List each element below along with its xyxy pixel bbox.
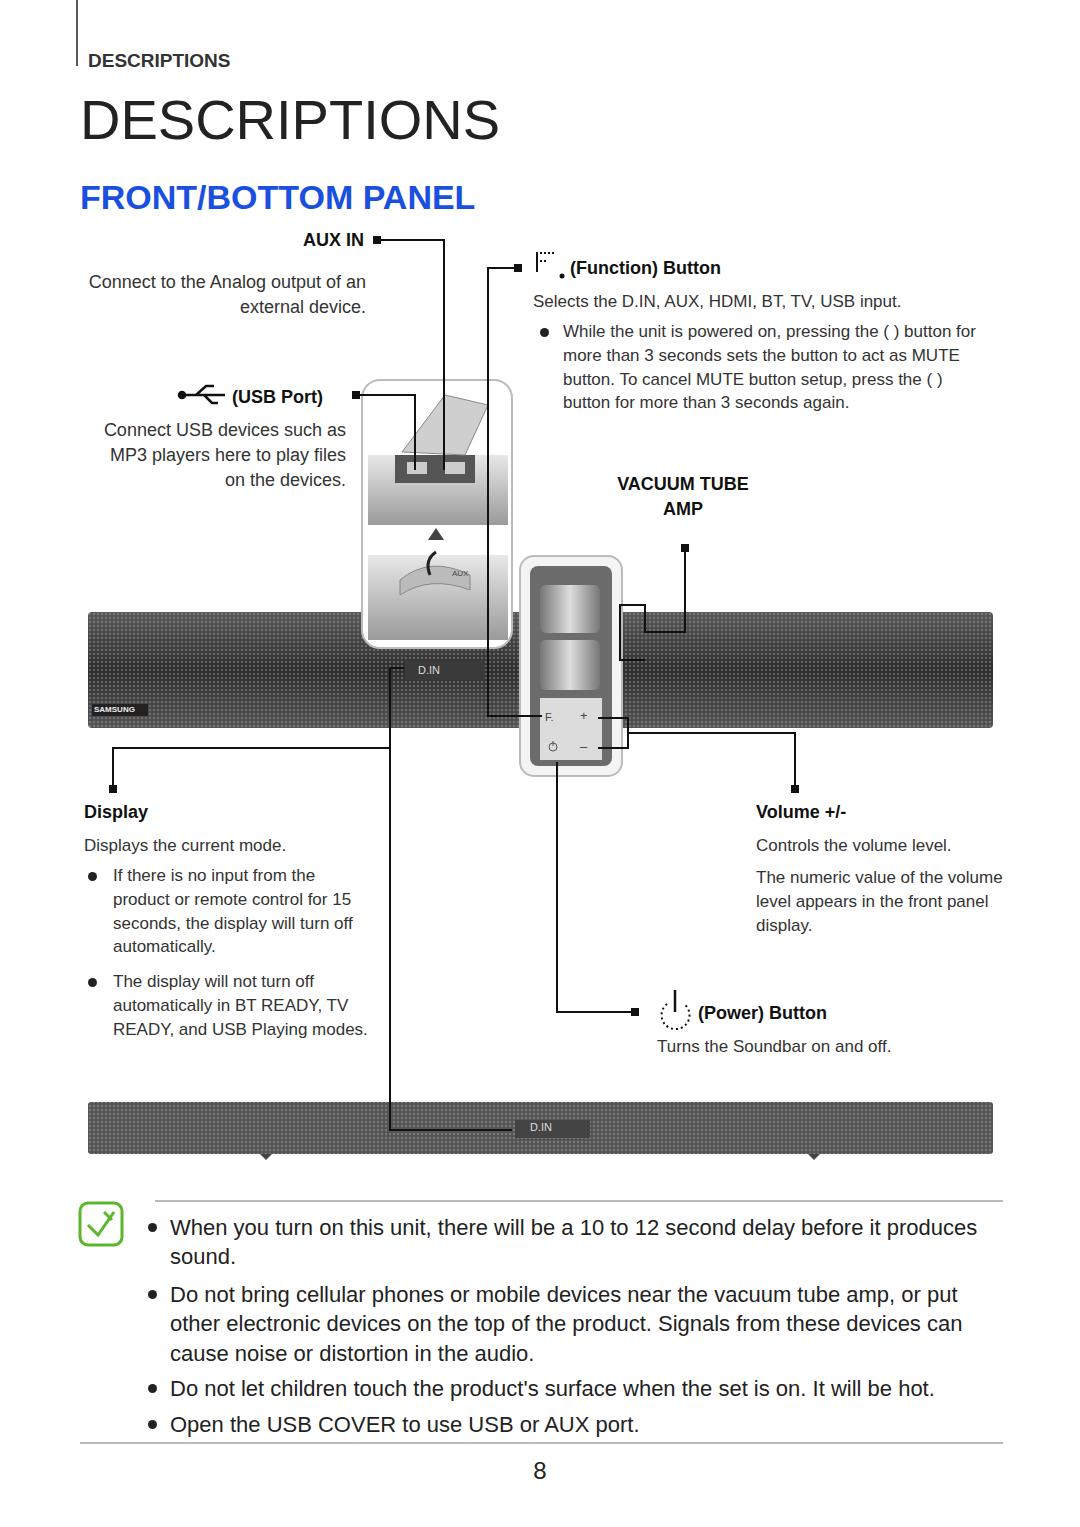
callout-title: (Function) Button (570, 256, 870, 281)
subheading: FRONT/BOTTOM PANEL (80, 174, 680, 222)
bullet-dot (88, 872, 97, 881)
callout-text: If there is no input from the product or… (113, 864, 375, 959)
bullet-dot (148, 1384, 157, 1393)
callout-title: (USB Port) (232, 385, 352, 410)
callout-title: Display (84, 800, 284, 825)
note-text: Do not bring cellular phones or mobile d… (170, 1280, 1000, 1368)
callout-text: Connect to the Analog output of an exter… (88, 270, 366, 320)
callout-title: AUX IN (150, 228, 364, 253)
button-mark: – (580, 738, 600, 756)
bullet-dot (148, 1290, 157, 1299)
note-text: When you turn on this unit, there will b… (170, 1213, 1000, 1272)
display-text: D.IN (418, 663, 478, 678)
callout-text: While the unit is powered on, pressing t… (563, 320, 983, 415)
bullet-dot (148, 1420, 157, 1429)
callout-title: Volume +/- (756, 800, 956, 825)
callout-text: Connect USB devices such as MP3 players … (88, 418, 346, 494)
bullet-dot (540, 328, 549, 337)
section-header: DESCRIPTIONS (88, 48, 388, 75)
note-text: Do not let children touch the product's … (170, 1374, 1000, 1403)
button-mark: F. (545, 710, 565, 725)
note-text: Open the USB COVER to use USB or AUX por… (170, 1410, 1000, 1439)
callout-text: Selects the D.IN, AUX, HDMI, BT, TV, USB… (533, 290, 1003, 314)
page-title: DESCRIPTIONS (80, 82, 500, 158)
display-text: D.IN (530, 1120, 590, 1135)
callout-text: Turns the Soundbar on and off. (657, 1035, 977, 1059)
bullet-dot (88, 978, 97, 987)
brand-logo: SAMSUNG (94, 704, 154, 715)
cover-mark: AUX (452, 568, 492, 579)
button-mark: + (580, 707, 600, 725)
callout-text: The display will not turn off automatica… (113, 970, 375, 1041)
callout-text: The numeric value of the volume level ap… (756, 866, 1006, 937)
callout-title: (Power) Button (698, 1001, 898, 1026)
callout-text: Displays the current mode. (84, 834, 374, 858)
callout-text: Controls the volume level. (756, 834, 1006, 858)
bullet-dot (148, 1223, 157, 1232)
page-number: 8 (500, 1454, 580, 1488)
callout-title: VACUUM TUBE AMP (600, 472, 766, 522)
